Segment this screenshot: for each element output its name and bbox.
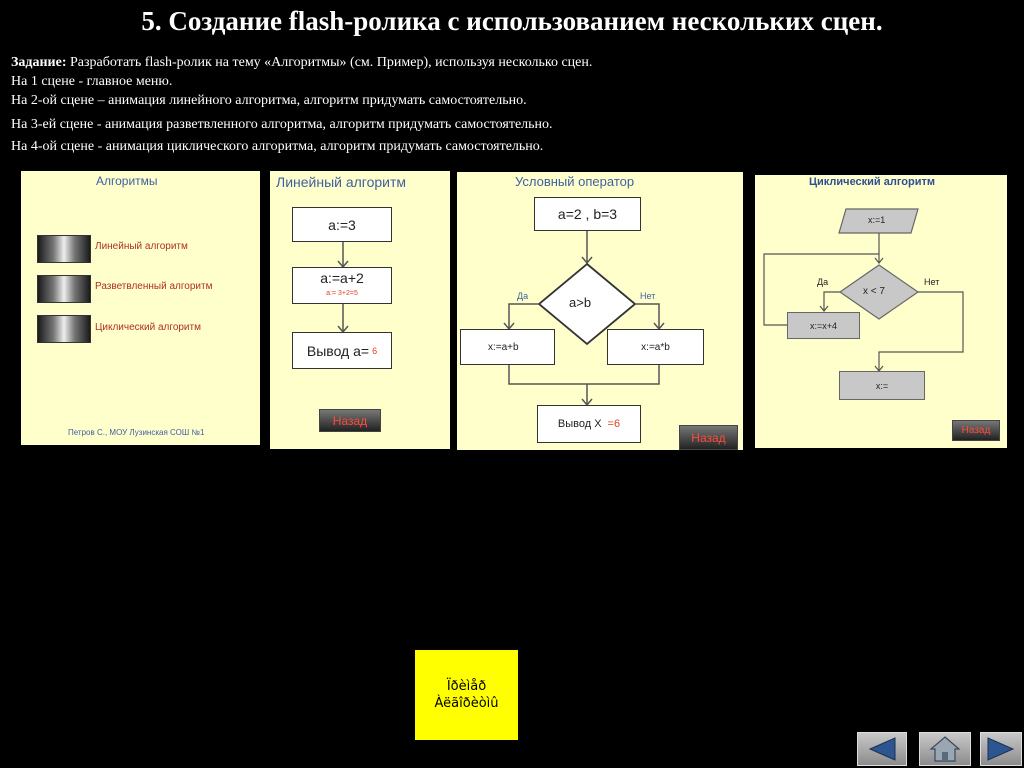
menu-label-linear: Линейный алгоритм — [95, 241, 188, 252]
scene2-output-value: 6 — [372, 345, 378, 356]
scene3-box-product: x:=a*b — [607, 329, 704, 365]
scene2-output-label: Вывод a= — [306, 342, 370, 359]
scene4-yes-label: Да — [817, 277, 829, 287]
scene4-condition: x < 7 — [863, 286, 885, 297]
next-slide-button[interactable] — [980, 732, 1022, 766]
scene4-box-increment: x:=x+4 — [787, 312, 860, 339]
scene3-yes-label: Да — [517, 291, 529, 301]
menu-button-branching[interactable] — [37, 275, 91, 303]
arrow-left-icon — [868, 737, 896, 761]
scene3-box-sum: x:=a+b — [460, 329, 555, 365]
task-line-2: На 2-ой сцене – анимация линейного алгор… — [11, 93, 527, 108]
scene2-box-sum-sub: a:= 3+2=5 — [326, 289, 358, 297]
scene2-linear-panel: Линейный алгоритм a:=3 a:=a+2 a:= 3+2=5 … — [270, 171, 450, 449]
scene3-box-output: Вывод X =6 — [537, 405, 641, 443]
scene3-box-init-text: a=2 , b=3 — [557, 206, 618, 222]
scene1-title: Алгоритмы — [96, 174, 158, 188]
prev-slide-button[interactable] — [857, 732, 907, 766]
scene2-title: Линейный алгоритм — [276, 174, 407, 190]
scene3-output-label: Вывод X — [557, 418, 602, 430]
scene4-back-button[interactable]: Назад — [952, 420, 1000, 441]
home-icon — [929, 736, 961, 762]
scene3-title: Условный оператор — [515, 174, 635, 189]
menu-label-cyclic: Циклический алгоритм — [95, 322, 201, 333]
slide-title: 5. Создание flash-ролика с использование… — [141, 6, 883, 36]
scene2-box-sum: a:=a+2 a:= 3+2=5 — [292, 267, 392, 304]
scene2-box-assign-text: a:=3 — [328, 216, 356, 233]
task-label: Задание: — [11, 55, 67, 70]
task-line-4: На 4-ой сцене - анимация циклического ал… — [11, 139, 544, 154]
home-button[interactable] — [919, 732, 971, 766]
task-line-1: На 1 сцене - главное меню. — [11, 74, 173, 89]
scene4-box-increment-text: x:=x+4 — [809, 320, 838, 331]
scene4-flow-arrows — [763, 208, 964, 372]
scene2-box-output: Вывод a= 6 — [292, 332, 392, 369]
task-description: Разработать flash-ролик на тему «Алгорит… — [66, 55, 593, 70]
arrow-right-icon — [987, 737, 1015, 761]
example-link-box[interactable]: Ïðèìåð Àëãîðèòìû — [415, 650, 518, 740]
scene1-footer: Петров С., МОУ Лузинская СОШ №1 — [68, 428, 205, 437]
scene1-menu-panel: Алгоритмы Линейный алгоритм Разветвленны… — [21, 171, 260, 445]
scene3-condition: a>b — [569, 295, 592, 310]
scene2-box-assign: a:=3 — [292, 207, 392, 242]
menu-label-branching: Разветвленный алгоритм — [95, 281, 213, 292]
scene3-back-button[interactable]: Назад — [679, 425, 738, 450]
menu-button-linear[interactable] — [37, 235, 91, 263]
task-line-3: На 3-ей сцене - анимация разветвленного … — [11, 117, 553, 132]
scene4-title: Циклический алгоритм — [809, 176, 936, 188]
scene3-output-value: =6 — [607, 418, 621, 430]
scene2-back-button[interactable]: Назад — [319, 409, 381, 432]
scene3-branching-panel: Условный оператор a=2 , b=3 a>b Да Нет x… — [457, 172, 743, 450]
task-text: Задание: Разработать flash-ролик на тему… — [11, 53, 592, 156]
example-link-line2: Àëãîðèòìû — [434, 696, 499, 711]
scene3-box-sum-text: x:=a+b — [488, 341, 519, 353]
scene3-box-init: a=2 , b=3 — [534, 197, 641, 231]
scene2-box-sum-text: a:=a+2 — [320, 269, 364, 286]
scene4-box-output: x:= — [839, 371, 925, 400]
scene3-no-label: Нет — [640, 291, 656, 301]
scene4-cyclic-panel: Циклический алгоритм x:=1 x < 7 Да Нет x… — [755, 175, 1007, 448]
scene3-flow-arrows — [503, 231, 665, 407]
scene4-init-text: x:=1 — [868, 215, 886, 225]
example-link-line1: Ïðèìåð — [446, 679, 487, 694]
scene4-box-output-text: x:= — [875, 380, 889, 391]
scene3-box-product-text: x:=a*b — [641, 341, 670, 353]
menu-button-cyclic[interactable] — [37, 315, 91, 343]
scene4-no-label: Нет — [924, 277, 940, 287]
